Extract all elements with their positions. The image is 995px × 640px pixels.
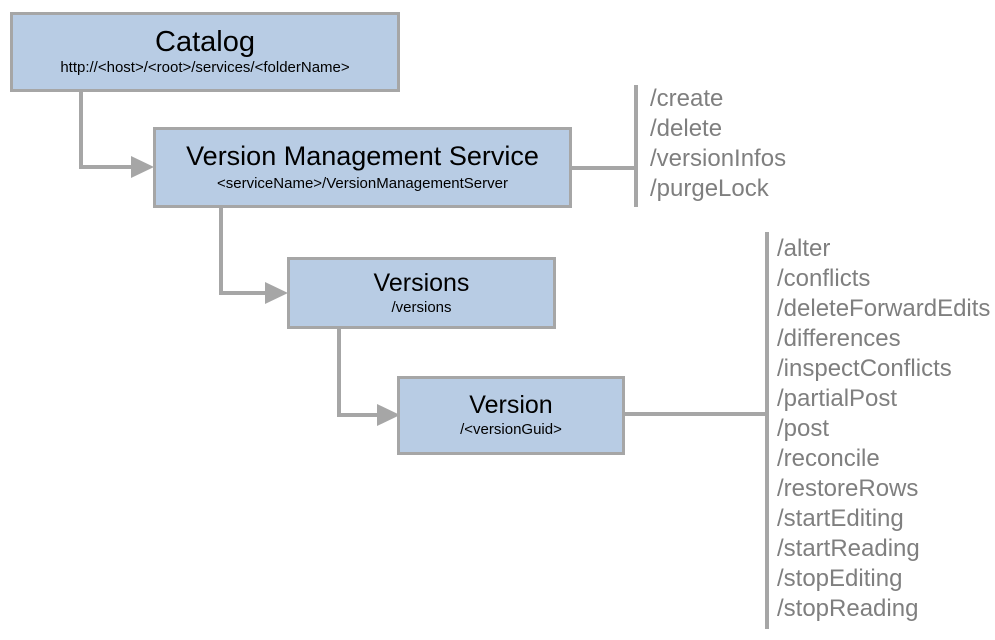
operations-list-service: /create/delete/versionInfos/purgeLock	[650, 84, 786, 204]
node-version-management-service-path: <serviceName>/VersionManagementServer	[217, 175, 508, 193]
connector-versions-to-version-horizontal	[337, 413, 381, 417]
operations-list-version: /alter/conflicts/deleteForwardEdits/diff…	[777, 234, 990, 624]
arrowhead-catalog-to-service	[131, 156, 154, 178]
node-versions-path: /versions	[391, 298, 452, 316]
operation-item: /restoreRows	[777, 475, 919, 502]
connector-service-to-versions-horizontal	[219, 291, 269, 295]
operation-item: /alter	[777, 235, 831, 262]
arrowhead-versions-to-version	[377, 404, 400, 426]
operation-item: /stopEditing	[777, 565, 903, 592]
operation-item: /post	[777, 415, 830, 442]
connector-service-to-operations	[572, 166, 636, 170]
node-catalog-title: Catalog	[155, 25, 255, 58]
connector-version-to-operations	[625, 412, 767, 416]
connector-catalog-to-service-horizontal	[79, 165, 134, 169]
node-version-management-service[interactable]: Version Management Service <serviceName>…	[153, 127, 572, 208]
operation-item: /reconcile	[777, 445, 880, 472]
operation-item: /differences	[777, 325, 901, 352]
operation-item: /delete	[650, 115, 723, 142]
operation-item: /inspectConflicts	[777, 355, 952, 382]
connector-service-to-versions-vertical	[219, 208, 223, 295]
node-version-management-service-title: Version Management Service	[186, 141, 539, 171]
node-catalog[interactable]: Catalog http://<host>/<root>/services/<f…	[10, 12, 400, 92]
node-versions-title: Versions	[373, 268, 470, 297]
operation-item: /deleteForwardEdits	[777, 295, 991, 322]
node-versions[interactable]: Versions /versions	[287, 257, 556, 329]
operation-item: /startEditing	[777, 505, 904, 532]
node-catalog-path: http://<host>/<root>/services/<folderNam…	[60, 59, 350, 77]
node-version-title: Version	[469, 391, 553, 420]
connector-catalog-to-service-vertical	[79, 92, 83, 169]
operation-item: /stopReading	[777, 595, 919, 622]
operation-item: /create	[650, 85, 724, 112]
operation-item: /startReading	[777, 535, 920, 562]
node-version[interactable]: Version /<versionGuid>	[397, 376, 625, 455]
operation-item: /versionInfos	[650, 145, 787, 172]
operation-item: /conflicts	[777, 265, 871, 292]
operation-item: /purgeLock	[650, 175, 769, 202]
operation-item: /partialPost	[777, 385, 898, 412]
node-version-path: /<versionGuid>	[460, 421, 562, 439]
operations-bracket-version	[765, 232, 769, 629]
arrowhead-service-to-versions	[265, 282, 288, 304]
connector-versions-to-version-vertical	[337, 329, 341, 417]
operations-bracket-service	[634, 85, 638, 207]
